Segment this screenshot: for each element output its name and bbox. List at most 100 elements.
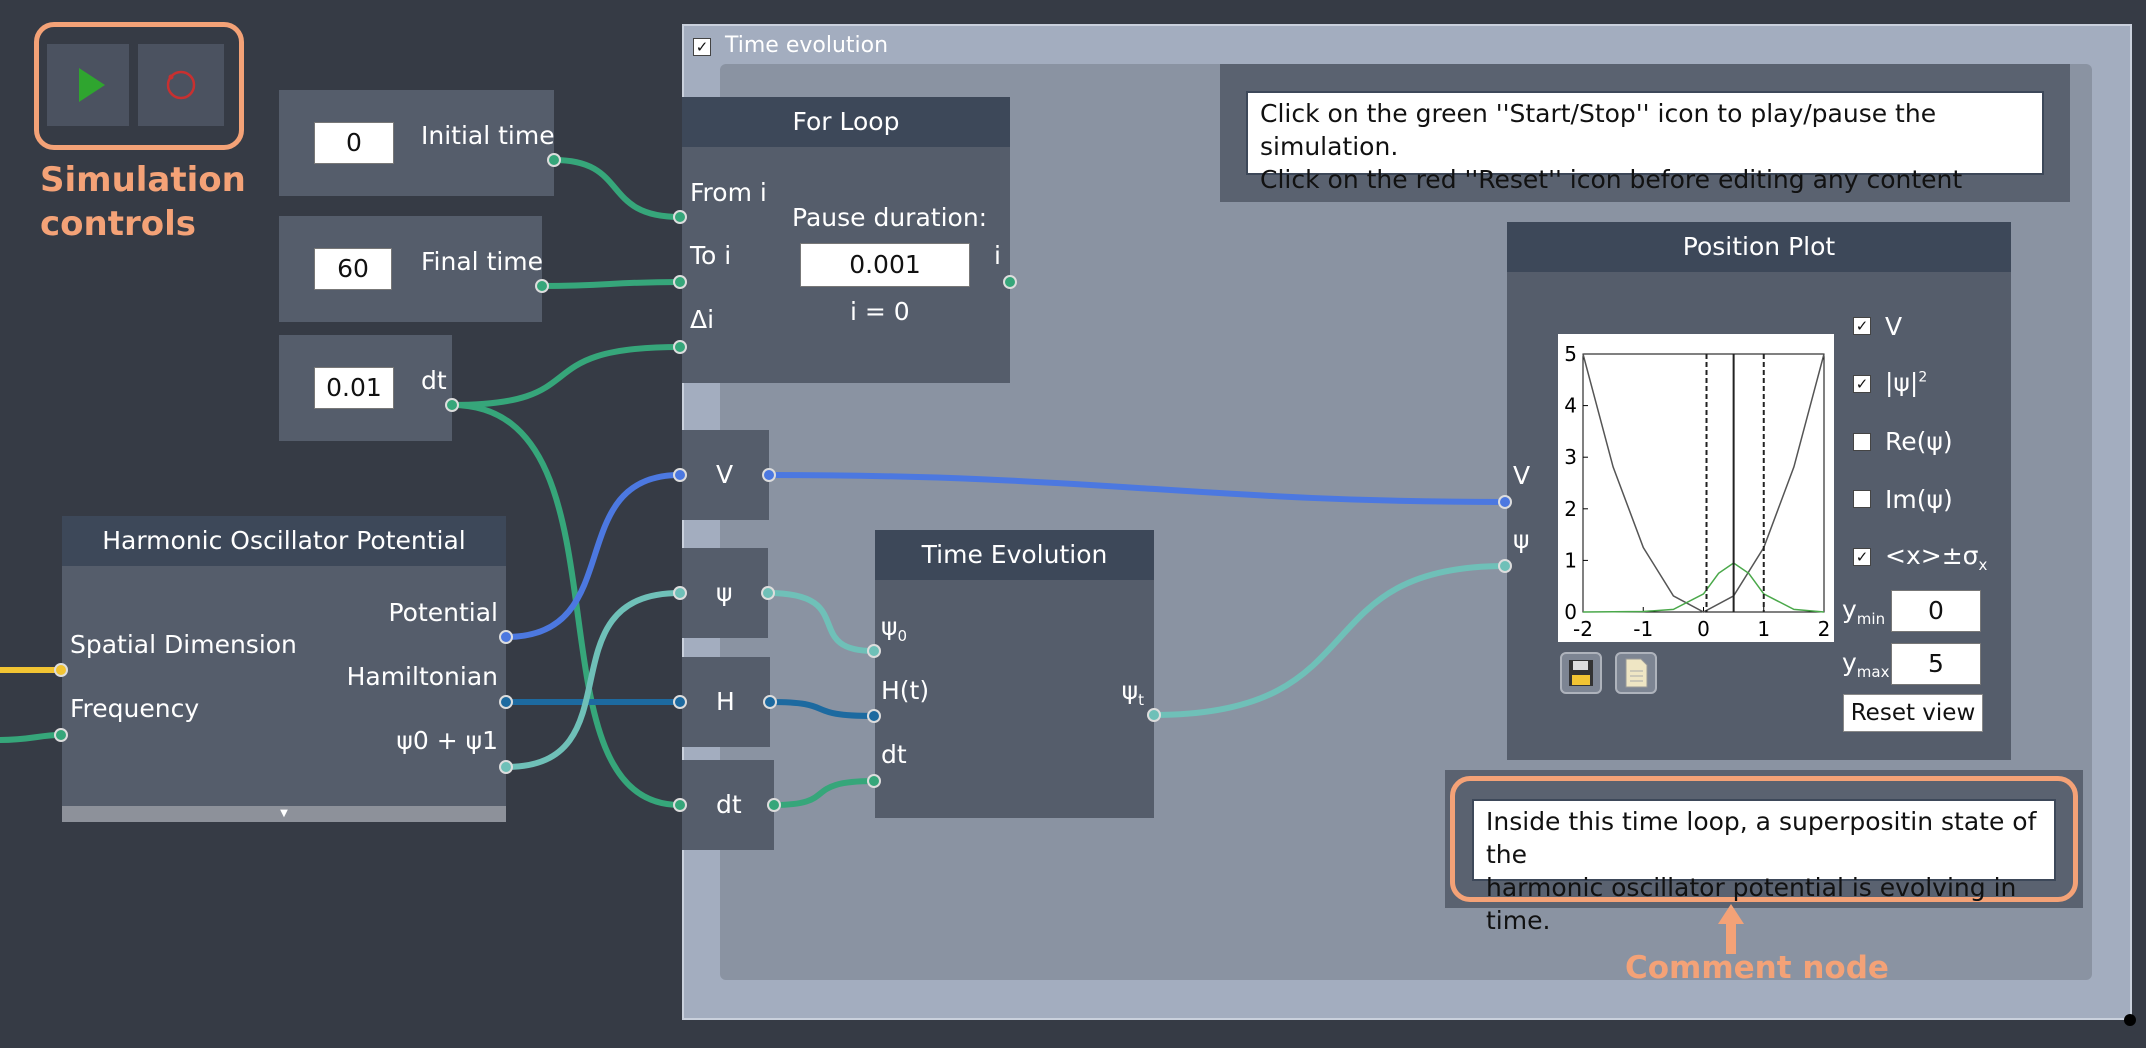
psi-sum-label: ψ0 + ψ1	[396, 726, 498, 755]
dt-out-port[interactable]	[445, 398, 459, 412]
info-comment-node[interactable]: Click on the green ''Start/Stop'' icon t…	[1220, 64, 2070, 202]
pause-input[interactable]: 0.001	[800, 243, 970, 287]
psit-label: ψt	[1122, 678, 1144, 708]
relay-dt[interactable]: dt	[682, 760, 774, 850]
option-re-psi-checkbox[interactable]	[1853, 433, 1871, 451]
reset-icon	[166, 70, 196, 100]
dt-input-node[interactable]: 0.01 dt	[279, 335, 452, 441]
frequency-label: Frequency	[70, 694, 200, 723]
group-checkbox[interactable]: ✓	[693, 38, 711, 56]
for-loop-node[interactable]: For Loop From i To i Δi Pause duration: …	[682, 97, 1010, 383]
initial-time-input[interactable]: 0	[314, 122, 394, 164]
y-tick-label: 4	[1564, 394, 1577, 418]
option-im-psi-checkbox[interactable]	[1853, 490, 1871, 508]
up-arrow-icon	[1718, 904, 1744, 954]
document-button[interactable]	[1615, 652, 1657, 694]
hamiltonian-port[interactable]	[499, 695, 513, 709]
to-i-label: To i	[690, 241, 732, 270]
time-evolution-title: Time Evolution	[875, 530, 1154, 580]
psit-port[interactable]	[1147, 708, 1161, 722]
initial-time-node[interactable]: 0 Initial time	[279, 90, 555, 196]
harmonic-oscillator-node[interactable]: Harmonic Oscillator Potential Spatial Di…	[62, 516, 506, 822]
dt-input[interactable]: 0.01	[314, 367, 394, 409]
wire-h-ht	[769, 699, 875, 719]
plot-psi-port[interactable]	[1498, 559, 1512, 573]
relay-h[interactable]: H	[682, 657, 770, 747]
initial-time-out-port[interactable]	[547, 153, 561, 167]
spatial-dimension-port[interactable]	[54, 663, 68, 677]
start-stop-button[interactable]	[47, 44, 129, 126]
i-out-port[interactable]	[1003, 275, 1017, 289]
relay-v[interactable]: V	[682, 430, 769, 520]
wire-psi-psi0	[767, 590, 875, 654]
te-dt-port[interactable]	[867, 774, 881, 788]
comment-node-annotation: Comment node	[1625, 950, 1889, 986]
option-v-checkbox[interactable]: ✓	[1853, 317, 1871, 335]
plot-in-psi-label: ψ	[1513, 525, 1530, 554]
dt-label: dt	[421, 366, 447, 395]
relay-psi[interactable]: ψ	[682, 548, 768, 638]
position-plot-title: Position Plot	[1507, 222, 2011, 272]
loop-comment-line-1: Inside this time loop, a superpositin st…	[1486, 807, 2037, 869]
frequency-port[interactable]	[54, 728, 68, 742]
ht-port[interactable]	[867, 709, 881, 723]
plot-v-port[interactable]	[1498, 495, 1512, 509]
spatial-dimension-label: Spatial Dimension	[70, 630, 297, 659]
wire-dt-relay-node	[773, 778, 875, 808]
relay-dt-out-port[interactable]	[767, 798, 781, 812]
option-mean-x-checkbox[interactable]: ✓	[1853, 548, 1871, 566]
sim-controls-text: Simulation controls	[40, 160, 246, 245]
ymin-label: ymin	[1842, 597, 1885, 627]
info-line-2: Click on the red ''Reset'' icon before e…	[1260, 165, 1963, 194]
psi-sum-port[interactable]	[499, 760, 513, 774]
potential-label: Potential	[388, 598, 498, 627]
resize-handle[interactable]	[2124, 1014, 2136, 1026]
relay-psi-in-port[interactable]	[673, 586, 687, 600]
expand-bar[interactable]: ▼	[62, 806, 506, 822]
option-abs-psi-label: |ψ|2	[1885, 370, 1927, 395]
option-v-label: V	[1885, 312, 1903, 341]
potential-port[interactable]	[499, 630, 513, 644]
wire-potential-v	[505, 472, 681, 640]
reset-button[interactable]	[138, 44, 224, 126]
final-time-out-port[interactable]	[535, 279, 549, 293]
group-title: Time evolution	[725, 33, 889, 58]
pause-label: Pause duration:	[792, 203, 988, 232]
ymin-y: y	[1842, 595, 1857, 624]
y-tick-label: 0	[1564, 600, 1577, 624]
relay-dt-in-port[interactable]	[673, 798, 687, 812]
from-i-port[interactable]	[673, 210, 687, 224]
loop-comment-highlight	[1450, 776, 2078, 902]
psi0-symbol: ψ	[881, 612, 898, 641]
psi0-sub: 0	[897, 627, 908, 645]
initial-time-label: Initial time	[421, 121, 555, 150]
option-abs-psi-checkbox[interactable]: ✓	[1853, 375, 1871, 393]
final-time-input[interactable]: 60	[314, 248, 392, 290]
save-button[interactable]	[1560, 652, 1602, 694]
ymax-label: ymax	[1842, 650, 1889, 680]
reset-view-button[interactable]: Reset view	[1843, 694, 1983, 732]
time-evolution-node[interactable]: Time Evolution ψ0 H(t) dt ψt	[875, 530, 1154, 818]
ymax-input[interactable]: 5	[1891, 643, 1981, 685]
to-i-port[interactable]	[673, 275, 687, 289]
document-icon	[1625, 658, 1648, 688]
y-tick-label: 2	[1564, 497, 1577, 521]
relay-h-in-port[interactable]	[673, 695, 687, 709]
te-dt-label: dt	[881, 740, 907, 769]
relay-v-out-port[interactable]	[762, 468, 776, 482]
sim-controls-annotation: Simulation controls	[40, 158, 246, 246]
relay-h-label: H	[716, 687, 735, 716]
psi0-port[interactable]	[867, 644, 881, 658]
wire-psi-sum-relay	[505, 590, 681, 770]
relay-psi-out-port[interactable]	[761, 586, 775, 600]
final-time-node[interactable]: 60 Final time	[279, 216, 543, 322]
wire-frequency	[0, 732, 61, 743]
delta-i-port[interactable]	[673, 340, 687, 354]
relay-v-in-port[interactable]	[673, 468, 687, 482]
option-abs-psi-sup: 2	[1918, 369, 1928, 386]
relay-h-out-port[interactable]	[763, 695, 777, 709]
ymin-input[interactable]: 0	[1891, 590, 1981, 632]
